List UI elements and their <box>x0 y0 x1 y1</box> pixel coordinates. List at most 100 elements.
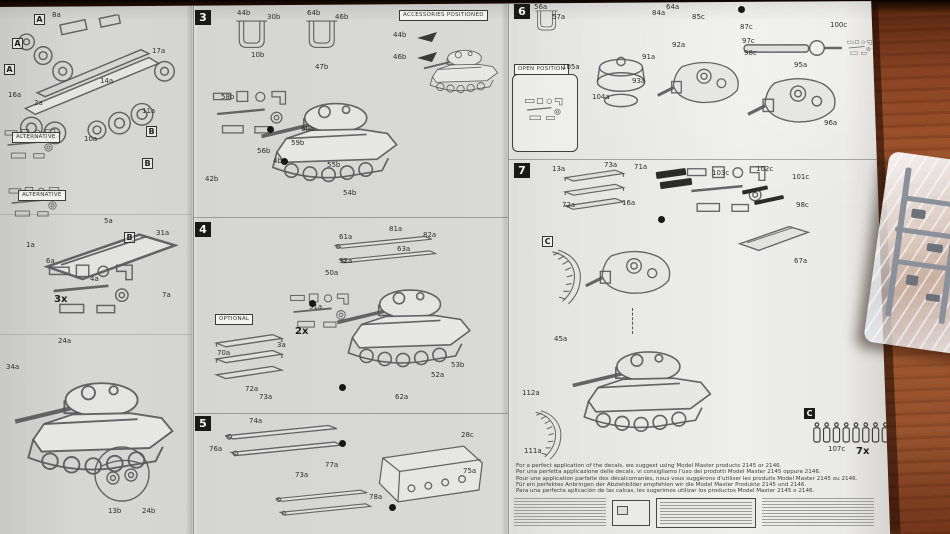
part-label: 61a <box>339 233 353 241</box>
assembly-guide-line <box>632 308 633 334</box>
part-label: 76a <box>209 445 223 453</box>
footer-notes: For a perfect application of the decals,… <box>508 460 880 534</box>
panel-divider-line <box>193 4 194 534</box>
step-divider-line <box>193 217 508 218</box>
step-number: 4 <box>195 222 211 237</box>
assembly-dot <box>267 126 274 133</box>
part-label: 5a <box>104 217 113 225</box>
assembly-dot <box>309 300 316 307</box>
part-label: 64b <box>307 9 321 17</box>
part-label: 75a <box>463 467 477 475</box>
rail-parts-line-art <box>209 326 293 390</box>
sprue-frame <box>884 167 912 317</box>
section-letter: B <box>124 232 135 243</box>
quantity-label: 7x <box>856 446 870 457</box>
part-label: 92a <box>672 41 686 49</box>
quantity-label: 2x <box>295 326 309 337</box>
part-label: 103c <box>712 169 730 177</box>
note-box <box>612 500 650 526</box>
part-label: 62a <box>395 393 409 401</box>
rod-parts-line-art <box>271 486 375 520</box>
fine-print-block <box>762 498 874 528</box>
sprue-part <box>925 293 941 303</box>
part-label: 81a <box>389 225 403 233</box>
part-label: 60b <box>301 125 315 133</box>
part-label: 11a <box>142 107 156 115</box>
fold-shading <box>501 4 513 534</box>
part-label: 111a <box>524 447 542 455</box>
part-label: 63a <box>397 245 411 253</box>
part-label: 52a <box>431 371 445 379</box>
part-label: 78a <box>369 493 383 501</box>
track-links-line-art <box>812 420 892 448</box>
part-label: 28c <box>461 431 474 439</box>
part-label: 91a <box>642 53 656 61</box>
part-label: 52a <box>339 257 353 265</box>
part-label: 13a <box>552 165 566 173</box>
part-label: 45a <box>554 335 568 343</box>
decal-note-lines: For a perfect application of the decals,… <box>516 463 857 494</box>
part-label: 4a <box>90 275 99 283</box>
note-pictogram <box>617 506 628 515</box>
part-label: 2a <box>34 99 43 107</box>
part-label: 73a <box>604 161 618 169</box>
part-label: 16a <box>622 199 636 207</box>
part-label: 112a <box>522 389 540 397</box>
part-label: 31a <box>156 229 170 237</box>
section-letter: C <box>542 236 553 247</box>
alternative-tag: Alternative <box>18 190 66 201</box>
part-label: 56b <box>257 147 271 155</box>
part-label: 85c <box>692 13 705 21</box>
assembly-dot <box>339 440 346 447</box>
sprue-crossbar <box>892 258 950 272</box>
part-label: 44b <box>393 31 407 39</box>
part-label: 46b <box>335 13 349 21</box>
part-label: 73a <box>259 393 273 401</box>
part-label: 97c <box>742 37 755 45</box>
turret-line-art <box>584 242 684 308</box>
part-label: 16a <box>8 91 22 99</box>
sprue-part <box>926 242 944 254</box>
step-number: 5 <box>195 416 211 431</box>
open-position-tag: Open Position <box>514 64 570 75</box>
section-letter: A <box>4 64 15 75</box>
part-label: 71a <box>634 163 648 171</box>
optional-tag: Optional <box>215 314 254 325</box>
tank-line-art <box>556 324 724 446</box>
step-divider-line <box>193 413 508 414</box>
part-label: 105a <box>562 63 580 71</box>
position-arrows <box>411 26 451 70</box>
hatch-detail-line-art <box>523 95 569 125</box>
rod-parts-line-art <box>221 420 345 462</box>
part-label: 59b <box>291 139 305 147</box>
assembly-dot <box>658 216 665 223</box>
part-label: 34a <box>6 363 20 371</box>
step-number: 7 <box>514 163 530 178</box>
sprue-part <box>905 274 919 286</box>
part-label: 53b <box>451 361 465 369</box>
part-label: 30b <box>267 13 281 21</box>
track-section-letter: C <box>804 408 815 419</box>
section-divider-line <box>0 214 192 215</box>
step-number: 6 <box>514 4 530 19</box>
tank-line-art <box>245 76 410 196</box>
assembly-dot <box>339 384 346 391</box>
part-label: 1a <box>26 241 35 249</box>
part-label: 55b <box>327 161 341 169</box>
note-box <box>656 498 756 528</box>
decal-note-line: Per una perfetta applicazione delle deca… <box>516 469 821 476</box>
bracket-part-line-art <box>229 16 273 54</box>
part-label: 93a <box>632 77 646 85</box>
part-label: 72a <box>245 385 259 393</box>
part-label: 10b <box>251 51 265 59</box>
decal-note-line: Für ein perfektes Anbringen der Abziehbi… <box>516 481 807 488</box>
part-label: 13b <box>108 507 122 515</box>
fold-shading <box>186 4 198 534</box>
step-4: 4 Optional 2x 61a81a82a63a52a50a51a70a72… <box>193 218 508 414</box>
part-label: 87c <box>740 23 753 31</box>
part-label: 47b <box>315 63 329 71</box>
step-3: 3 Accessories Positioned 44b30b64b46b10b… <box>193 8 508 218</box>
section-letter: A <box>34 14 45 25</box>
